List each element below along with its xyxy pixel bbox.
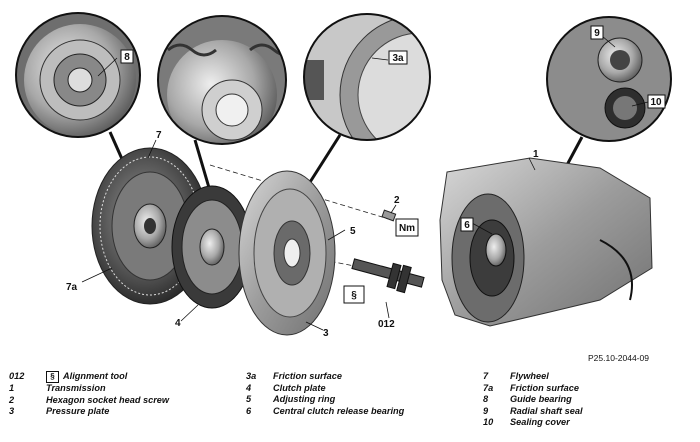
- legend-row: 4 Clutch plate: [246, 383, 404, 395]
- alignment-tool: [351, 258, 425, 294]
- legend-text: Clutch plate: [273, 382, 326, 393]
- legend-text: Hexagon socket head screw: [46, 394, 170, 405]
- callout-clutch-plate: 4: [175, 318, 181, 329]
- callout-flywheel-friction: 7a: [66, 282, 78, 293]
- legend-key: 10: [483, 417, 494, 427]
- legend-row: 2 Hexagon socket head screw: [9, 395, 169, 407]
- legend-column-2: 3a Friction surface 4 Clutch plate 5 Adj…: [246, 371, 404, 417]
- legend-text: Friction surface: [273, 371, 342, 381]
- legend-text: Transmission: [46, 383, 106, 393]
- legend-column-3: 7 Flywheel 7a Friction surface 8 Guide b…: [483, 371, 583, 429]
- legend-text: Pressure plate: [46, 406, 110, 416]
- svg-text:6: 6: [464, 220, 470, 231]
- svg-text:9: 9: [594, 28, 600, 39]
- legend-row: 7a Friction surface: [483, 383, 583, 395]
- legend-key: 4: [246, 382, 252, 393]
- legend-key: 3a: [246, 371, 257, 381]
- legend-text: Flywheel: [510, 371, 549, 381]
- hex-screw: [381, 209, 397, 222]
- legend-row: 5 Adjusting ring: [246, 394, 404, 406]
- legend-text: Friction surface: [510, 382, 579, 393]
- legend-key: 8: [483, 394, 489, 404]
- tool-box: §: [343, 285, 365, 304]
- callout-release-bearing: 6: [460, 217, 474, 232]
- legend-row: 9 Radial shaft seal: [483, 406, 583, 418]
- legend-text: Radial shaft seal: [510, 405, 583, 416]
- exploded-clutch-diagram: 8 7 7a 3a 1 2 Nm § 3 4 5 6 012 9 10: [15, 12, 672, 339]
- callout-pressure-plate: 3: [323, 328, 329, 339]
- legend-row: 10 Sealing cover: [483, 417, 583, 429]
- legend-row: 6 Central clutch release bearing: [246, 406, 404, 418]
- legend-key: 6: [246, 405, 252, 416]
- detail-circle-clutch-hub: [157, 15, 287, 145]
- legend-row: 3a Friction surface: [246, 371, 404, 383]
- legend-key: 2: [9, 394, 15, 405]
- callout-flywheel: 7: [156, 130, 162, 141]
- legend-row: 3 Pressure plate: [9, 406, 169, 418]
- svg-text:8: 8: [124, 52, 130, 63]
- figure-reference: P25.10-2044-09: [588, 353, 649, 363]
- legend-key: 012: [9, 371, 25, 381]
- legend-key: 7a: [483, 382, 494, 393]
- transmission-housing: [439, 157, 653, 327]
- callout-guide-bearing: 8: [120, 49, 134, 64]
- legend-text: Central clutch release bearing: [273, 405, 405, 416]
- legend-row: 1 Transmission: [9, 383, 169, 395]
- detail-circle-guide-bearing: [15, 12, 141, 138]
- legend-row: 8 Guide bearing: [483, 394, 583, 406]
- callout-friction-surface: 3a: [388, 50, 408, 65]
- svg-text:Nm: Nm: [399, 223, 415, 234]
- callout-adjusting-ring: 5: [350, 226, 356, 237]
- callout-shaft-seal: 9: [590, 25, 604, 40]
- svg-text:§: §: [351, 290, 357, 301]
- detail-circle-shaft-seal: [546, 16, 672, 142]
- legend-key: 3: [9, 406, 15, 416]
- legend-key: 5: [246, 394, 252, 404]
- legend-text: Sealing cover: [510, 417, 570, 427]
- legend-key: 7: [483, 371, 489, 381]
- legend-row: 7 Flywheel: [483, 371, 583, 383]
- callout-screw: 2: [394, 195, 400, 206]
- pressure-plate: [238, 170, 336, 336]
- torque-box: Nm: [395, 218, 419, 237]
- clutch-plate: [171, 185, 253, 309]
- legend-row: 012 § Alignment tool: [9, 371, 169, 383]
- legend-text: Adjusting ring: [273, 394, 336, 404]
- callout-sealing-cover: 10: [647, 94, 666, 109]
- tool-icon: §: [46, 371, 59, 383]
- callout-leader-lines: [81, 35, 649, 331]
- legend-text: Alignment tool: [63, 371, 128, 381]
- legend-text: Guide bearing: [510, 394, 572, 404]
- legend-column-1: 012 § Alignment tool 1 Transmission 2 He…: [9, 371, 169, 418]
- legend-key: 1: [9, 383, 15, 393]
- svg-text:10: 10: [650, 97, 662, 108]
- svg-text:3a: 3a: [392, 53, 404, 64]
- legend-key: 9: [483, 405, 489, 416]
- callout-alignment-tool: 012: [378, 319, 395, 330]
- callout-transmission: 1: [533, 149, 539, 160]
